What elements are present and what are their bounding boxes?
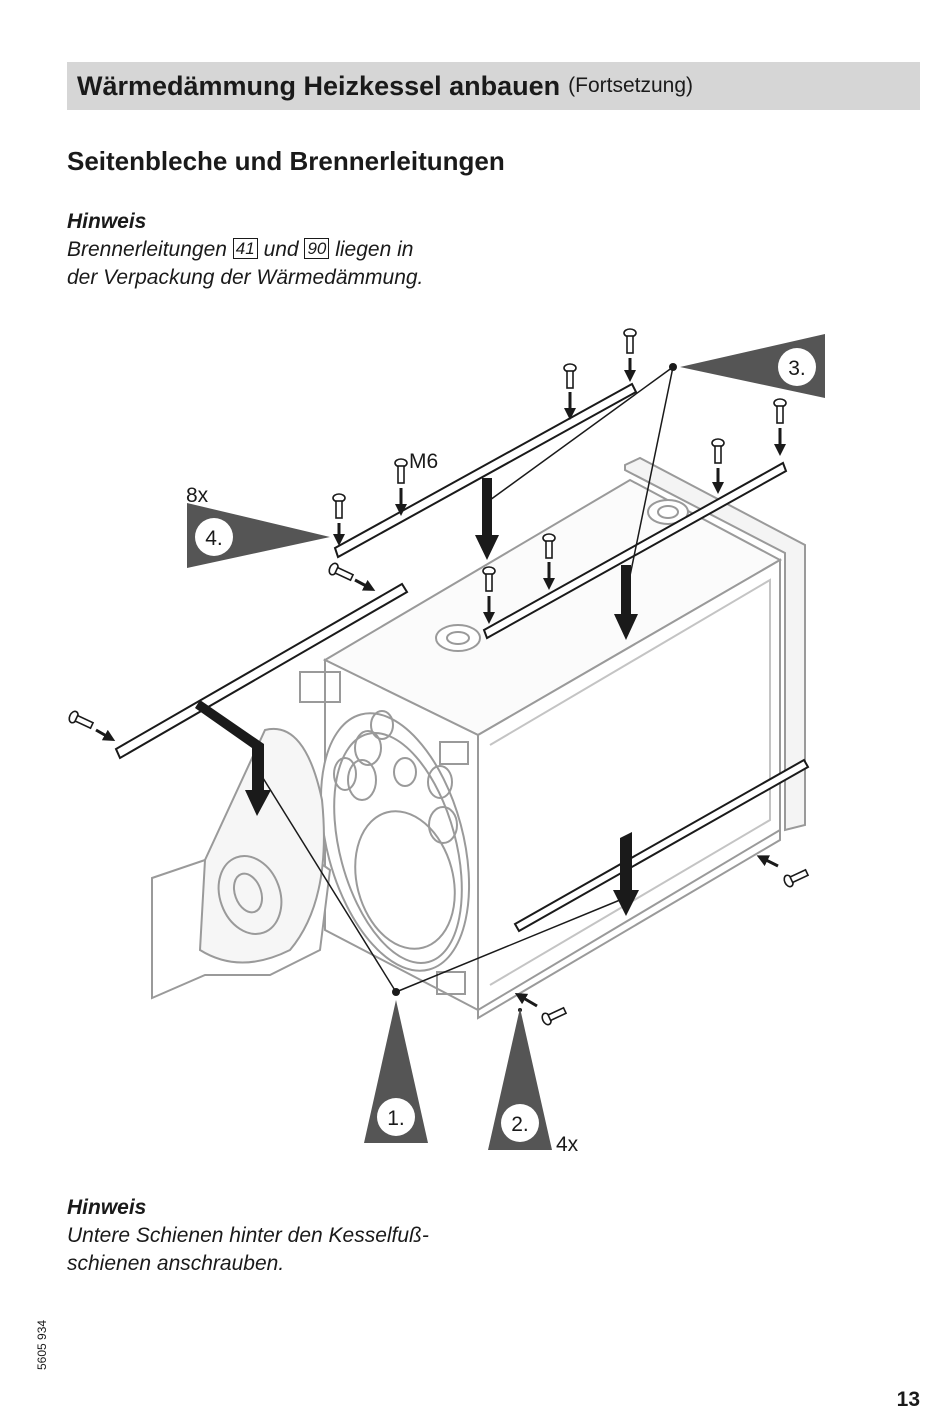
rail-front-left <box>114 582 409 760</box>
screws <box>68 328 810 1026</box>
callout-step-1: 1. <box>364 1000 428 1143</box>
part-ref-41: 41 <box>232 238 258 259</box>
screw-arrows <box>95 358 786 1008</box>
callout-label-1: 1. <box>387 1107 405 1130</box>
screw-icon <box>773 398 787 424</box>
part-ref-90: 90 <box>304 238 330 259</box>
page-subtitle: (Fortsetzung) <box>568 74 694 97</box>
screw-icon <box>332 493 346 519</box>
count-label-upper: 8x <box>186 484 209 507</box>
arrow-down-icon <box>195 700 271 816</box>
callout-step-2: 2. <box>488 1008 552 1150</box>
note-top: Hinweis Brennerleitungen 41 und 90 liege… <box>67 208 423 292</box>
note-text-line2: schienen anschrauben. <box>67 1252 285 1275</box>
document-number: 5605 934 <box>35 1319 49 1370</box>
rail-bottom <box>513 758 810 933</box>
screw-icon <box>783 868 810 888</box>
screw-icon <box>563 363 577 389</box>
assembly-diagram: 3. 4. 1. 2. M6 8x 4x <box>68 328 825 1156</box>
arrow-down-icon <box>475 478 499 560</box>
leader-lines <box>257 366 674 993</box>
large-arrows <box>195 478 639 916</box>
note-title: Hinweis <box>67 1196 147 1219</box>
screw-size-label: M6 <box>409 450 438 473</box>
note-bottom: Hinweis Untere Schienen hinter den Kesse… <box>67 1194 429 1278</box>
note-text-line2: der Verpackung der Wärmedämmung. <box>67 266 424 289</box>
arrow-down-icon <box>613 832 639 916</box>
screw-icon <box>68 710 95 730</box>
note-text: und <box>263 238 299 261</box>
title-bar: Wärmedämmung Heizkessel anbauen (Fortset… <box>67 62 920 110</box>
screw-icon <box>328 562 355 582</box>
note-text-line1: Brennerleitungen 41 und 90 liegen in <box>67 238 413 261</box>
screw-icon <box>394 458 408 484</box>
callout-label-2: 2. <box>511 1113 529 1136</box>
screw-icon <box>482 566 496 592</box>
screw-icon <box>541 1006 568 1026</box>
note-text: liegen in <box>335 238 414 261</box>
note-title: Hinweis <box>67 210 147 233</box>
section-heading: Seitenbleche und Brennerleitungen <box>67 146 505 176</box>
rail-top-left <box>333 382 638 559</box>
callout-label-3: 3. <box>788 357 806 380</box>
arrow-down-icon <box>614 565 638 640</box>
page-number: 13 <box>896 1388 920 1411</box>
screw-icon <box>711 438 725 464</box>
note-text-line1: Untere Schienen hinter den Kesselfuß- <box>67 1224 429 1247</box>
callout-label-4: 4. <box>205 527 223 550</box>
count-label-lower: 4x <box>556 1133 579 1156</box>
note-text: Brennerleitungen <box>67 238 227 261</box>
screw-icon <box>542 533 556 559</box>
boiler-illustration <box>151 456 806 1020</box>
callout-step-3: 3. <box>680 334 825 398</box>
screw-icon <box>623 328 637 354</box>
page-title: Wärmedämmung Heizkessel anbauen <box>77 70 561 101</box>
callout-step-4: 4. <box>187 503 330 568</box>
